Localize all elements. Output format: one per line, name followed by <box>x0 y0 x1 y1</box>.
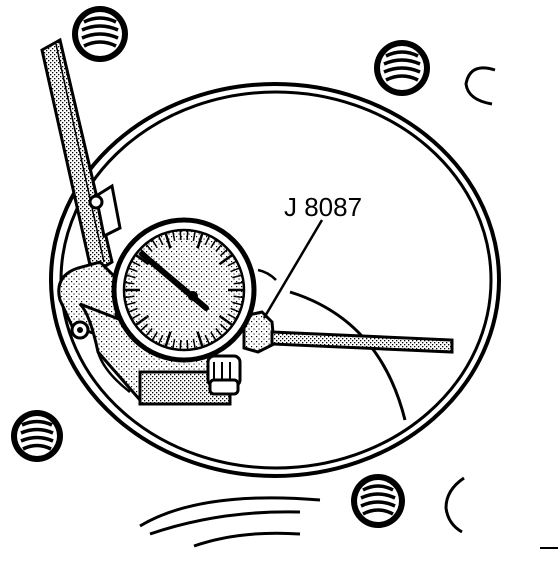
gauge-probe-rod <box>242 310 454 354</box>
dial-tick <box>151 331 158 342</box>
dial-tick <box>186 339 189 350</box>
dial-tick <box>204 334 211 345</box>
callout-leader-line <box>262 219 324 319</box>
dial-tick <box>219 323 229 332</box>
bolt-hole-bottom-left <box>11 410 63 462</box>
dial-tick <box>131 260 141 267</box>
dial-tick-marks <box>124 230 244 350</box>
dial-tick <box>232 301 243 306</box>
dial-tick <box>179 230 182 241</box>
dial-tick <box>157 235 164 246</box>
bolt-hole-top-right <box>374 40 430 96</box>
dial-tick <box>233 281 244 285</box>
dial-tick <box>172 338 176 350</box>
dial-tick <box>215 243 223 252</box>
dial-tick <box>204 235 211 246</box>
dial-tick <box>125 274 136 279</box>
dial-tick <box>125 301 136 306</box>
dial-indicator <box>111 217 257 363</box>
dial-tick <box>219 248 229 257</box>
bore-wall-arc-short <box>257 268 277 281</box>
dial-tick <box>218 253 234 266</box>
dial-tick <box>192 338 196 350</box>
tool-number-callout: J 8087 <box>284 192 362 222</box>
dial-tick <box>186 230 189 241</box>
dial-tick <box>227 260 237 267</box>
dial-tick <box>127 307 138 313</box>
dial-tick <box>164 331 172 348</box>
dial-tick <box>127 267 138 273</box>
dial-tick <box>145 328 153 337</box>
dial-tick <box>210 331 217 342</box>
dial-tick <box>145 243 153 252</box>
dial-tick <box>172 230 176 242</box>
adjustment-knob <box>206 354 242 396</box>
dial-tick <box>131 313 141 320</box>
dial-tick <box>157 334 164 345</box>
dial-center-pin <box>188 291 198 301</box>
dial-tick <box>230 267 241 273</box>
dial-tick <box>215 328 223 337</box>
dial-tick <box>196 331 204 348</box>
edge-arc-bottom <box>139 496 321 548</box>
dial-tick <box>218 314 234 327</box>
dial-tick <box>227 313 237 320</box>
dial-tick <box>124 295 135 299</box>
dial-tick <box>233 295 244 299</box>
bolt-hole-top-left <box>72 6 128 62</box>
dial-tick <box>196 232 204 249</box>
edge-arc-bottom-right <box>444 476 465 534</box>
dial-tick <box>210 238 217 249</box>
bore-wall-arc <box>289 290 407 421</box>
edge-arc-top-right <box>464 66 496 106</box>
dial-tick <box>134 314 150 327</box>
dial-tick <box>230 307 241 313</box>
dial-tick <box>164 232 172 249</box>
dial-tick <box>232 274 243 279</box>
dial-tick <box>124 281 135 285</box>
dial-tick <box>192 230 196 242</box>
gauge-handle <box>40 37 114 277</box>
dial-tick <box>179 339 182 350</box>
dial-tick <box>151 238 158 249</box>
bolt-hole-bottom-right <box>351 474 405 528</box>
dial-tick <box>139 323 149 332</box>
dial-tick <box>134 253 150 266</box>
